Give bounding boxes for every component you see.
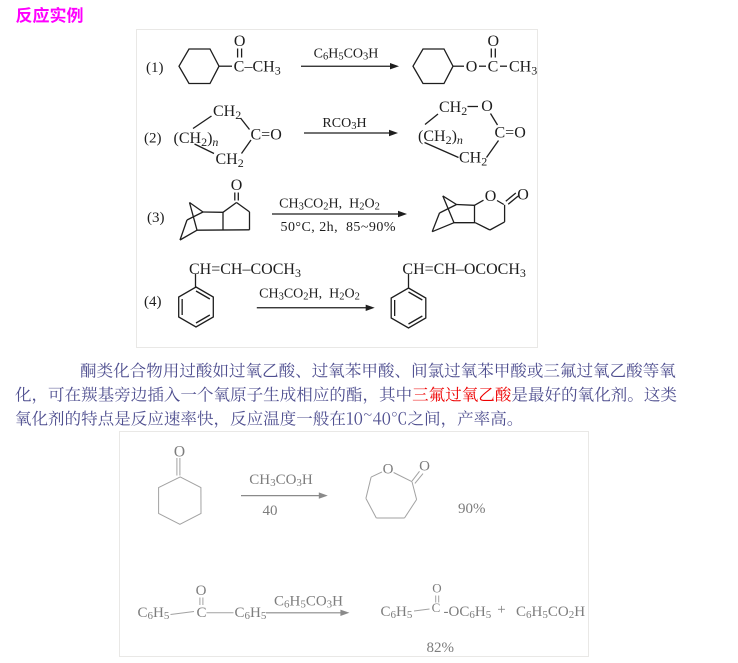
svg-text:–CH3: –CH3 (244, 59, 281, 78)
svg-text:CH3CO3H: CH3CO3H (249, 472, 313, 489)
svg-text:40: 40 (263, 503, 278, 519)
svg-text:C6H5CO3H: C6H5CO3H (274, 594, 343, 611)
svg-text:-OC6H5: -OC6H5 (444, 604, 492, 621)
svg-text:(CH2)n: (CH2)n (174, 130, 219, 149)
svg-text:(1): (1) (146, 60, 164, 76)
svg-text:CH3CO2H, H2O2: CH3CO2H, H2O2 (259, 287, 360, 303)
svg-text:O: O (432, 581, 441, 596)
svg-text:O: O (517, 187, 529, 204)
svg-text:C6H5CO3H: C6H5CO3H (314, 47, 379, 63)
svg-text:50°C, 2h, 85~90%: 50°C, 2h, 85~90% (281, 220, 396, 235)
svg-text:C: C (432, 600, 441, 615)
svg-text:(3): (3) (147, 210, 165, 226)
svg-text:O: O (231, 177, 243, 194)
svg-text:C=O: C=O (495, 125, 526, 142)
svg-text:CH2: CH2 (439, 99, 467, 118)
svg-text:O: O (485, 188, 497, 205)
svg-text:O: O (196, 583, 207, 599)
svg-text:C: C (488, 59, 499, 76)
svg-text:O: O (488, 33, 500, 50)
svg-text:(4): (4) (144, 294, 162, 310)
svg-text:O: O (174, 444, 185, 461)
svg-text:C6H5: C6H5 (235, 605, 267, 622)
svg-text:C6H5CO2H: C6H5CO2H (516, 604, 585, 621)
svg-text:CH3CO2H, H2O2: CH3CO2H, H2O2 (279, 197, 380, 213)
svg-text:O: O (383, 462, 394, 478)
svg-text:RCO3H: RCO3H (322, 116, 366, 132)
svg-text:O: O (466, 59, 478, 76)
svg-text:CH2: CH2 (459, 150, 487, 169)
svg-text:CH=CH–OCOCH3: CH=CH–OCOCH3 (402, 261, 525, 280)
svg-text:C: C (234, 59, 245, 76)
svg-text:CH=CH–COCH3: CH=CH–COCH3 (189, 261, 301, 280)
svg-text:(CH2)n: (CH2)n (418, 128, 463, 147)
svg-text:O: O (419, 459, 430, 475)
svg-text:C: C (196, 605, 206, 621)
svg-text:C6H5: C6H5 (381, 604, 413, 621)
svg-text:(2): (2) (144, 131, 162, 147)
svg-text:CH2: CH2 (216, 151, 244, 170)
svg-text:C=O: C=O (251, 127, 282, 144)
svg-text:CH3: CH3 (509, 59, 537, 78)
svg-text:O: O (234, 33, 246, 50)
svg-text:90%: 90% (458, 501, 486, 517)
svg-text:CH2: CH2 (213, 103, 241, 122)
svg-text:82%: 82% (427, 640, 455, 656)
svg-text:+: + (497, 602, 505, 618)
svg-text:C6H5: C6H5 (138, 605, 170, 622)
svg-text:O: O (481, 98, 493, 115)
